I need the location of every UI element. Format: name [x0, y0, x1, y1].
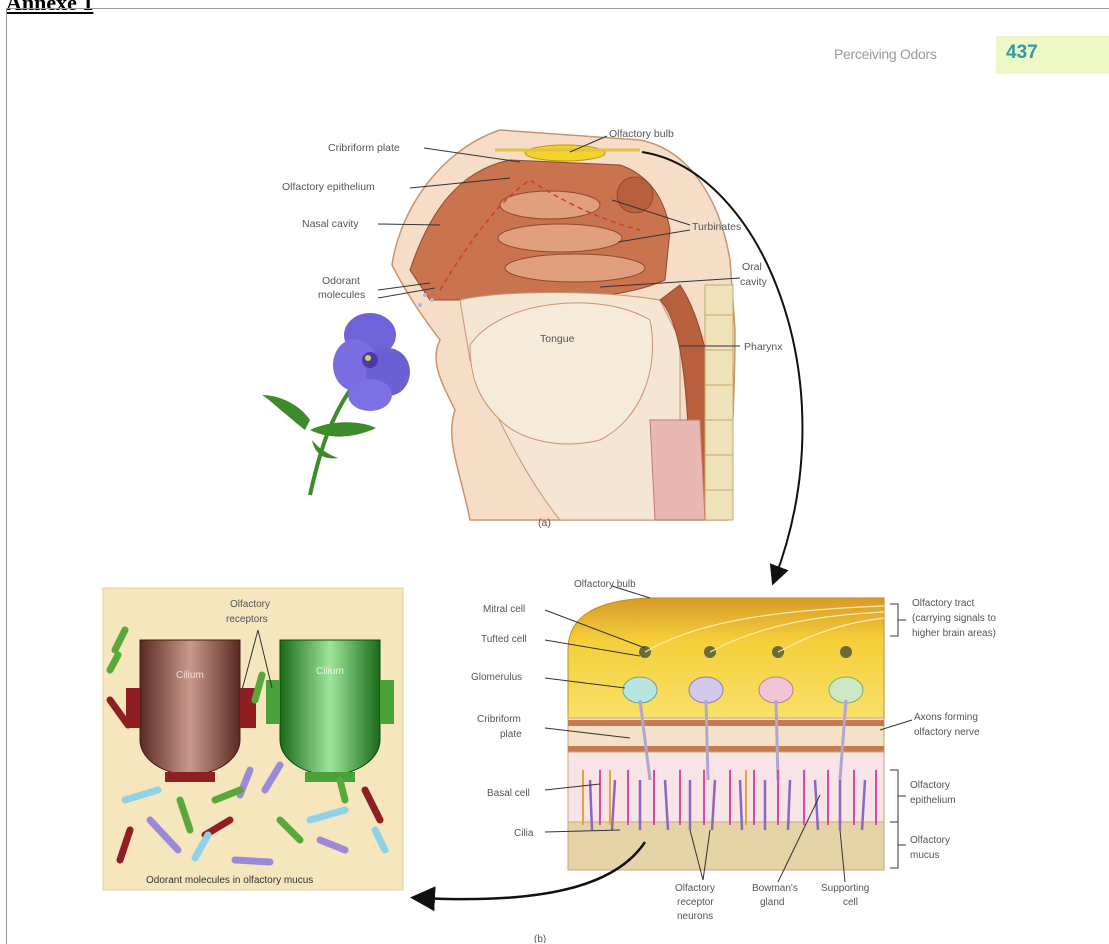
- label-epithelium-1: Olfactory: [910, 780, 950, 791]
- label-receptors-1: Olfactory: [230, 599, 270, 610]
- label-receptors-2: receptors: [226, 614, 268, 625]
- label-tongue: Tongue: [540, 333, 575, 345]
- label-cribriform-1: Cribriform: [477, 714, 521, 725]
- odorant-dot: [423, 293, 427, 297]
- label-axons-2: olfactory nerve: [914, 727, 980, 738]
- label-nasal-cavity: Nasal cavity: [302, 218, 359, 230]
- label-bowmans-1: Bowman's: [752, 883, 798, 894]
- receptor-closeup: [103, 588, 403, 890]
- label-olfactory-epithelium: Olfactory epithelium: [282, 181, 375, 193]
- label-glomerulus: Glomerulus: [471, 672, 522, 683]
- head-cross-section: [392, 130, 735, 520]
- label-mucus-2: mucus: [910, 850, 939, 861]
- label-b-olfactory-bulb: Olfactory bulb: [574, 579, 636, 590]
- label-tufted-cell: Tufted cell: [481, 634, 527, 645]
- label-olfactory-tract-3: higher brain areas): [912, 628, 996, 639]
- label-oral-cavity-2: cavity: [740, 276, 768, 288]
- caption-b: (b): [534, 934, 546, 943]
- label-cribriform-2: plate: [500, 729, 522, 740]
- label-supporting-2: cell: [843, 897, 858, 908]
- label-pharynx: Pharynx: [744, 341, 783, 353]
- label-receptor-neurons-2: receptor: [677, 897, 714, 908]
- label-cilium-right: Cilium: [316, 666, 344, 677]
- label-basal-cell: Basal cell: [487, 788, 530, 799]
- label-mucus-1: Olfactory: [910, 835, 950, 846]
- label-axons-1: Axons forming: [914, 712, 978, 723]
- label-receptor-neurons-1: Olfactory: [675, 883, 715, 894]
- label-turbinates: Turbinates: [692, 221, 741, 233]
- odorant-dot: [418, 303, 422, 307]
- label-mitral-cell: Mitral cell: [483, 604, 525, 615]
- caption-c: Odorant molecules in olfactory mucus: [146, 875, 313, 886]
- label-bowmans-2: gland: [760, 897, 784, 908]
- label-olfactory-tract-1: Olfactory tract: [912, 598, 974, 609]
- caption-a: (a): [538, 517, 551, 529]
- label-receptor-neurons-3: neurons: [677, 911, 713, 922]
- label-cribriform-plate: Cribriform plate: [328, 142, 400, 154]
- label-epithelium-2: epithelium: [910, 795, 956, 806]
- label-olfactory-bulb: Olfactory bulb: [609, 128, 674, 140]
- epithelium-section: [568, 598, 884, 870]
- label-cilia: Cilia: [514, 828, 534, 839]
- odorant-dot: [430, 298, 434, 302]
- label-cilium-left: Cilium: [176, 670, 204, 681]
- label-odorant-molecules-1: Odorant: [322, 275, 360, 287]
- label-olfactory-tract-2: (carrying signals to: [912, 613, 996, 624]
- label-oral-cavity-1: Oral: [742, 261, 762, 273]
- flower-illustration: [262, 313, 410, 495]
- label-odorant-molecules-2: molecules: [318, 289, 365, 301]
- label-supporting-1: Supporting: [821, 883, 869, 894]
